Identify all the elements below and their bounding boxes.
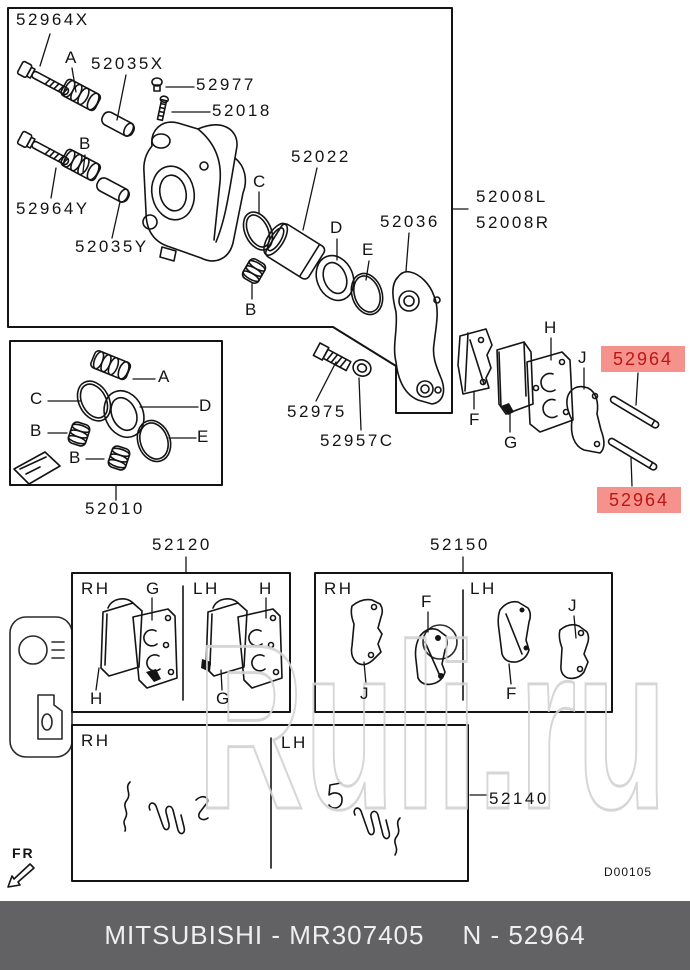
watermark: Ruli.ru xyxy=(10,594,669,860)
pad-pin-upper-drawing xyxy=(609,395,659,429)
pad-lh-f-52150 xyxy=(498,602,530,662)
seal-kit-box xyxy=(10,341,222,485)
watermark-icon xyxy=(10,617,457,757)
carrier-bolt-drawing xyxy=(313,343,351,372)
kit-plug-b1-drawing xyxy=(66,419,92,449)
pad-pair-lh-52120 xyxy=(201,599,282,688)
bleeder-screw-drawing xyxy=(156,95,169,120)
kit-boot-d-drawing xyxy=(97,384,151,443)
caliper-assembly-box xyxy=(8,8,452,413)
footer-catalog-number: N - 52964 xyxy=(462,920,586,950)
boot-drawing xyxy=(310,250,361,306)
watermark-text: Ruli.ru xyxy=(197,595,667,858)
piston-drawing xyxy=(259,219,327,281)
pad-rh-j-52150 xyxy=(351,600,382,665)
kit-seal-c-drawing xyxy=(71,375,117,426)
clips-rh-52140 xyxy=(124,782,208,834)
bumper-drawing xyxy=(239,256,269,286)
pad-g-drawing xyxy=(497,342,533,415)
kit-plug-b2-drawing xyxy=(106,443,132,473)
kit-packet-drawing xyxy=(14,452,60,484)
diagram-art: Ruli.ru xyxy=(0,0,669,910)
pad-pin-lower-drawing xyxy=(607,437,657,471)
snap-ring-drawing xyxy=(346,269,388,318)
pad-lh-j-52150 xyxy=(559,625,588,679)
leader-lines xyxy=(40,34,638,795)
pad-rh-f-52150 xyxy=(416,629,448,685)
pad-shim-f-drawing xyxy=(458,329,492,394)
pad-shim-h-drawing xyxy=(527,352,573,432)
clip-kit-52140-box xyxy=(72,725,468,881)
footer-bar: MITSUBISHI - MR307405 N - 52964 xyxy=(0,901,690,970)
pad-j-drawing xyxy=(567,387,604,453)
guide-pin-lower-drawing xyxy=(16,130,133,205)
kit-bushing-a-drawing xyxy=(88,348,133,382)
footer-brand-part: MITSUBISHI - MR307405 xyxy=(104,920,425,950)
guide-pin-upper-drawing xyxy=(16,60,138,139)
clips-lh-52140 xyxy=(329,783,400,855)
bleeder-cap-drawing xyxy=(152,78,162,91)
kit-ring-e-drawing xyxy=(132,416,176,466)
caliper-body-drawing xyxy=(143,122,245,261)
fr-arrow-icon xyxy=(8,864,34,887)
pad-pair-rh-52120 xyxy=(101,599,177,688)
carrier-nut-drawing xyxy=(351,357,373,378)
carrier-drawing xyxy=(393,272,444,404)
